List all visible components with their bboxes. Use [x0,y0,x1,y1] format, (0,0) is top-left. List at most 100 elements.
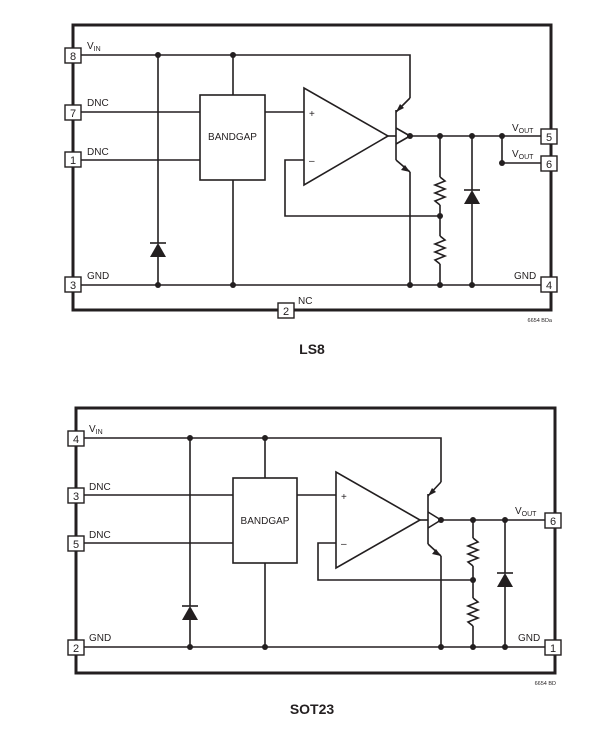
ls8-junction [230,52,236,58]
ls8-pin-gnd-left [64,276,82,293]
sot23-pnp-arrow-icon [428,488,436,496]
ls8-junction [469,282,475,288]
sot23-pin-dnc2-label: DNC [89,530,111,541]
ls8-pin-dnc1 [64,104,82,121]
ls8-diagram: BANDGAP + – [64,23,558,357]
ls8-pin-vout2-label: VOUT [512,149,534,161]
sot23-package-outline [74,406,557,675]
sot23-junction [470,644,476,650]
ls8-opamp-plus: + [309,109,315,120]
ls8-resistor-bottom-icon [432,235,448,265]
ls8-pin-gnd-right-number: 4 [546,280,552,292]
sot23-junction [262,644,268,650]
ls8-pin-vout2 [540,155,558,172]
sot23-zener-left-icon [182,606,198,620]
ls8-opamp-minus: – [309,156,315,167]
ls8-pin-gnd-left-label: GND [87,271,109,282]
ls8-pin-vout1-label: VOUT [512,123,534,135]
sot23-diagram: BANDGAP + – [67,406,562,717]
ls8-pin-nc-label: NC [298,296,312,307]
sot23-pin-dnc1-label: DNC [89,482,111,493]
sot23-pin-vout-label: VOUT [515,506,537,518]
ls8-junction [155,282,161,288]
sot23-junction [187,644,193,650]
ls8-caption: LS8 [299,341,325,357]
sot23-npn-arrow-icon [432,549,441,556]
ls8-junction [469,133,475,139]
sot23-pin-gnd-right-number: 1 [550,643,556,655]
sot23-feedback-wire [317,542,473,581]
sot23-pin-vin-label: VIN [89,424,103,436]
ls8-npn-arrow-icon [401,165,410,172]
sot23-pin-gnd-left-number: 2 [73,643,79,655]
ls8-pin-vout2-number: 6 [546,159,552,171]
sot23-zener-right-icon [497,573,513,587]
ls8-pin-vin-number: 8 [70,51,76,63]
ls8-pin-gnd-right-label: GND [514,271,536,282]
ls8-vin-rail [81,54,411,98]
sot23-pin-dnc2-number: 5 [73,539,79,551]
ls8-pin-vout1-number: 5 [546,132,552,144]
ls8-bandgap-label: BANDGAP [208,132,257,143]
sot23-junction [262,435,268,441]
sot23-junction [438,644,444,650]
ls8-zener-left-icon [150,243,166,257]
ls8-junction [499,133,505,139]
sot23-pin-gnd-left [67,639,85,656]
sot23-bandgap-block [232,477,298,564]
ls8-junction [407,282,413,288]
sot23-pin-vin-number: 4 [73,434,79,446]
ls8-pin-vin [64,47,82,64]
sot23-pin-gnd-right [544,639,562,656]
sot23-pin-dnc1-number: 3 [73,491,79,503]
sot23-resistor-top-icon [465,537,481,567]
ls8-junction [230,282,236,288]
ls8-part-code: 6654 BDa [528,318,553,324]
sot23-opamp-plus: + [341,492,347,503]
sot23-opamp-minus: – [341,539,347,550]
ls8-pin-nc-number: 2 [283,306,289,318]
ls8-resistor-top-icon [432,176,448,206]
sot23-pin-dnc2 [67,535,85,552]
sot23-junction [187,435,193,441]
sot23-caption: SOT23 [290,701,335,717]
sot23-pin-vout-number: 6 [550,516,556,528]
ls8-zener-right-icon [464,190,480,204]
ls8-junction [437,133,443,139]
sot23-pin-vin [67,430,85,447]
ls8-pin-gnd-left-number: 3 [70,280,76,292]
ls8-pin-gnd-right [540,276,558,293]
ls8-junction [437,282,443,288]
sot23-pin-gnd-left-label: GND [89,633,111,644]
sot23-bandgap-label: BANDGAP [241,516,290,527]
sot23-pin-dnc1 [67,487,85,504]
ls8-bandgap-block [199,94,266,181]
ls8-opamp-icon [303,86,390,187]
ls8-junction [437,213,443,219]
sot23-junction [438,517,444,523]
sot23-vin-rail [84,437,442,482]
ls8-junction [499,160,505,166]
sot23-opamp-icon [335,470,422,570]
ls8-pin-dnc2-label: DNC [87,147,109,158]
sot23-pin-gnd-right-label: GND [518,633,540,644]
ls8-feedback-wire [284,159,440,217]
ls8-pin-dnc1-label: DNC [87,98,109,109]
ls8-pnp-arrow-icon [396,104,404,112]
ls8-junction [155,52,161,58]
sot23-pin-vout [544,512,562,529]
sot23-junction [502,517,508,523]
sot23-part-code: 6654 BD [535,681,556,687]
ls8-pin-dnc2-number: 1 [70,155,76,167]
sot23-resistor-bottom-icon [465,597,481,627]
ls8-junction [407,133,413,139]
sot23-junction [470,577,476,583]
ls8-pin-vin-label: VIN [87,41,101,53]
ls8-pin-nc [277,302,295,319]
ls8-pin-vout1 [540,128,558,145]
ls8-pin-dnc1-number: 7 [70,108,76,120]
ls8-pin-dnc2 [64,151,82,168]
sot23-junction [502,644,508,650]
sot23-junction [470,517,476,523]
